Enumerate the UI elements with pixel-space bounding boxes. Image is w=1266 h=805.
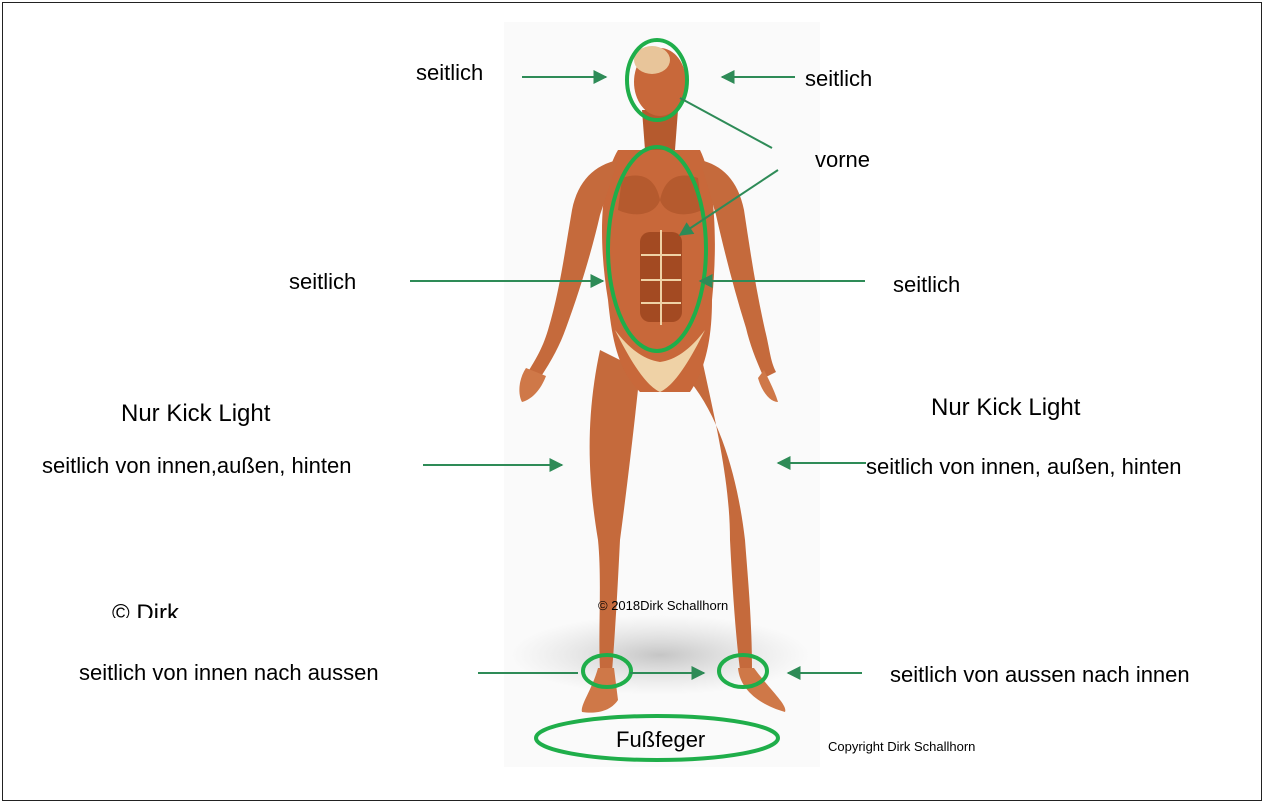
- label-torso-right: seitlich: [893, 272, 960, 298]
- arrow-front-face: [680, 98, 772, 148]
- cut-credit: © Dirk: [112, 598, 232, 618]
- label-ankle-left: seitlich von innen nach aussen: [79, 660, 379, 686]
- label-front: vorne: [815, 147, 870, 173]
- label-sweep: Fußfeger: [616, 727, 705, 753]
- label-torso-left: seitlich: [289, 269, 356, 295]
- label-head-right: seitlich: [805, 66, 872, 92]
- cut-credit-text: © Dirk: [112, 600, 179, 618]
- label-ankle-right: seitlich von aussen nach innen: [890, 662, 1190, 688]
- label-legs-left: seitlich von innen,außen, hinten: [42, 453, 351, 479]
- credit-center: © 2018Dirk Schallhorn: [598, 598, 728, 613]
- label-kick-right: Nur Kick Light: [931, 394, 1080, 422]
- credit-bottom: Copyright Dirk Schallhorn: [828, 739, 975, 754]
- label-kick-left: Nur Kick Light: [121, 400, 270, 428]
- label-legs-right: seitlich von innen, außen, hinten: [866, 454, 1182, 480]
- label-head-left: seitlich: [416, 60, 483, 86]
